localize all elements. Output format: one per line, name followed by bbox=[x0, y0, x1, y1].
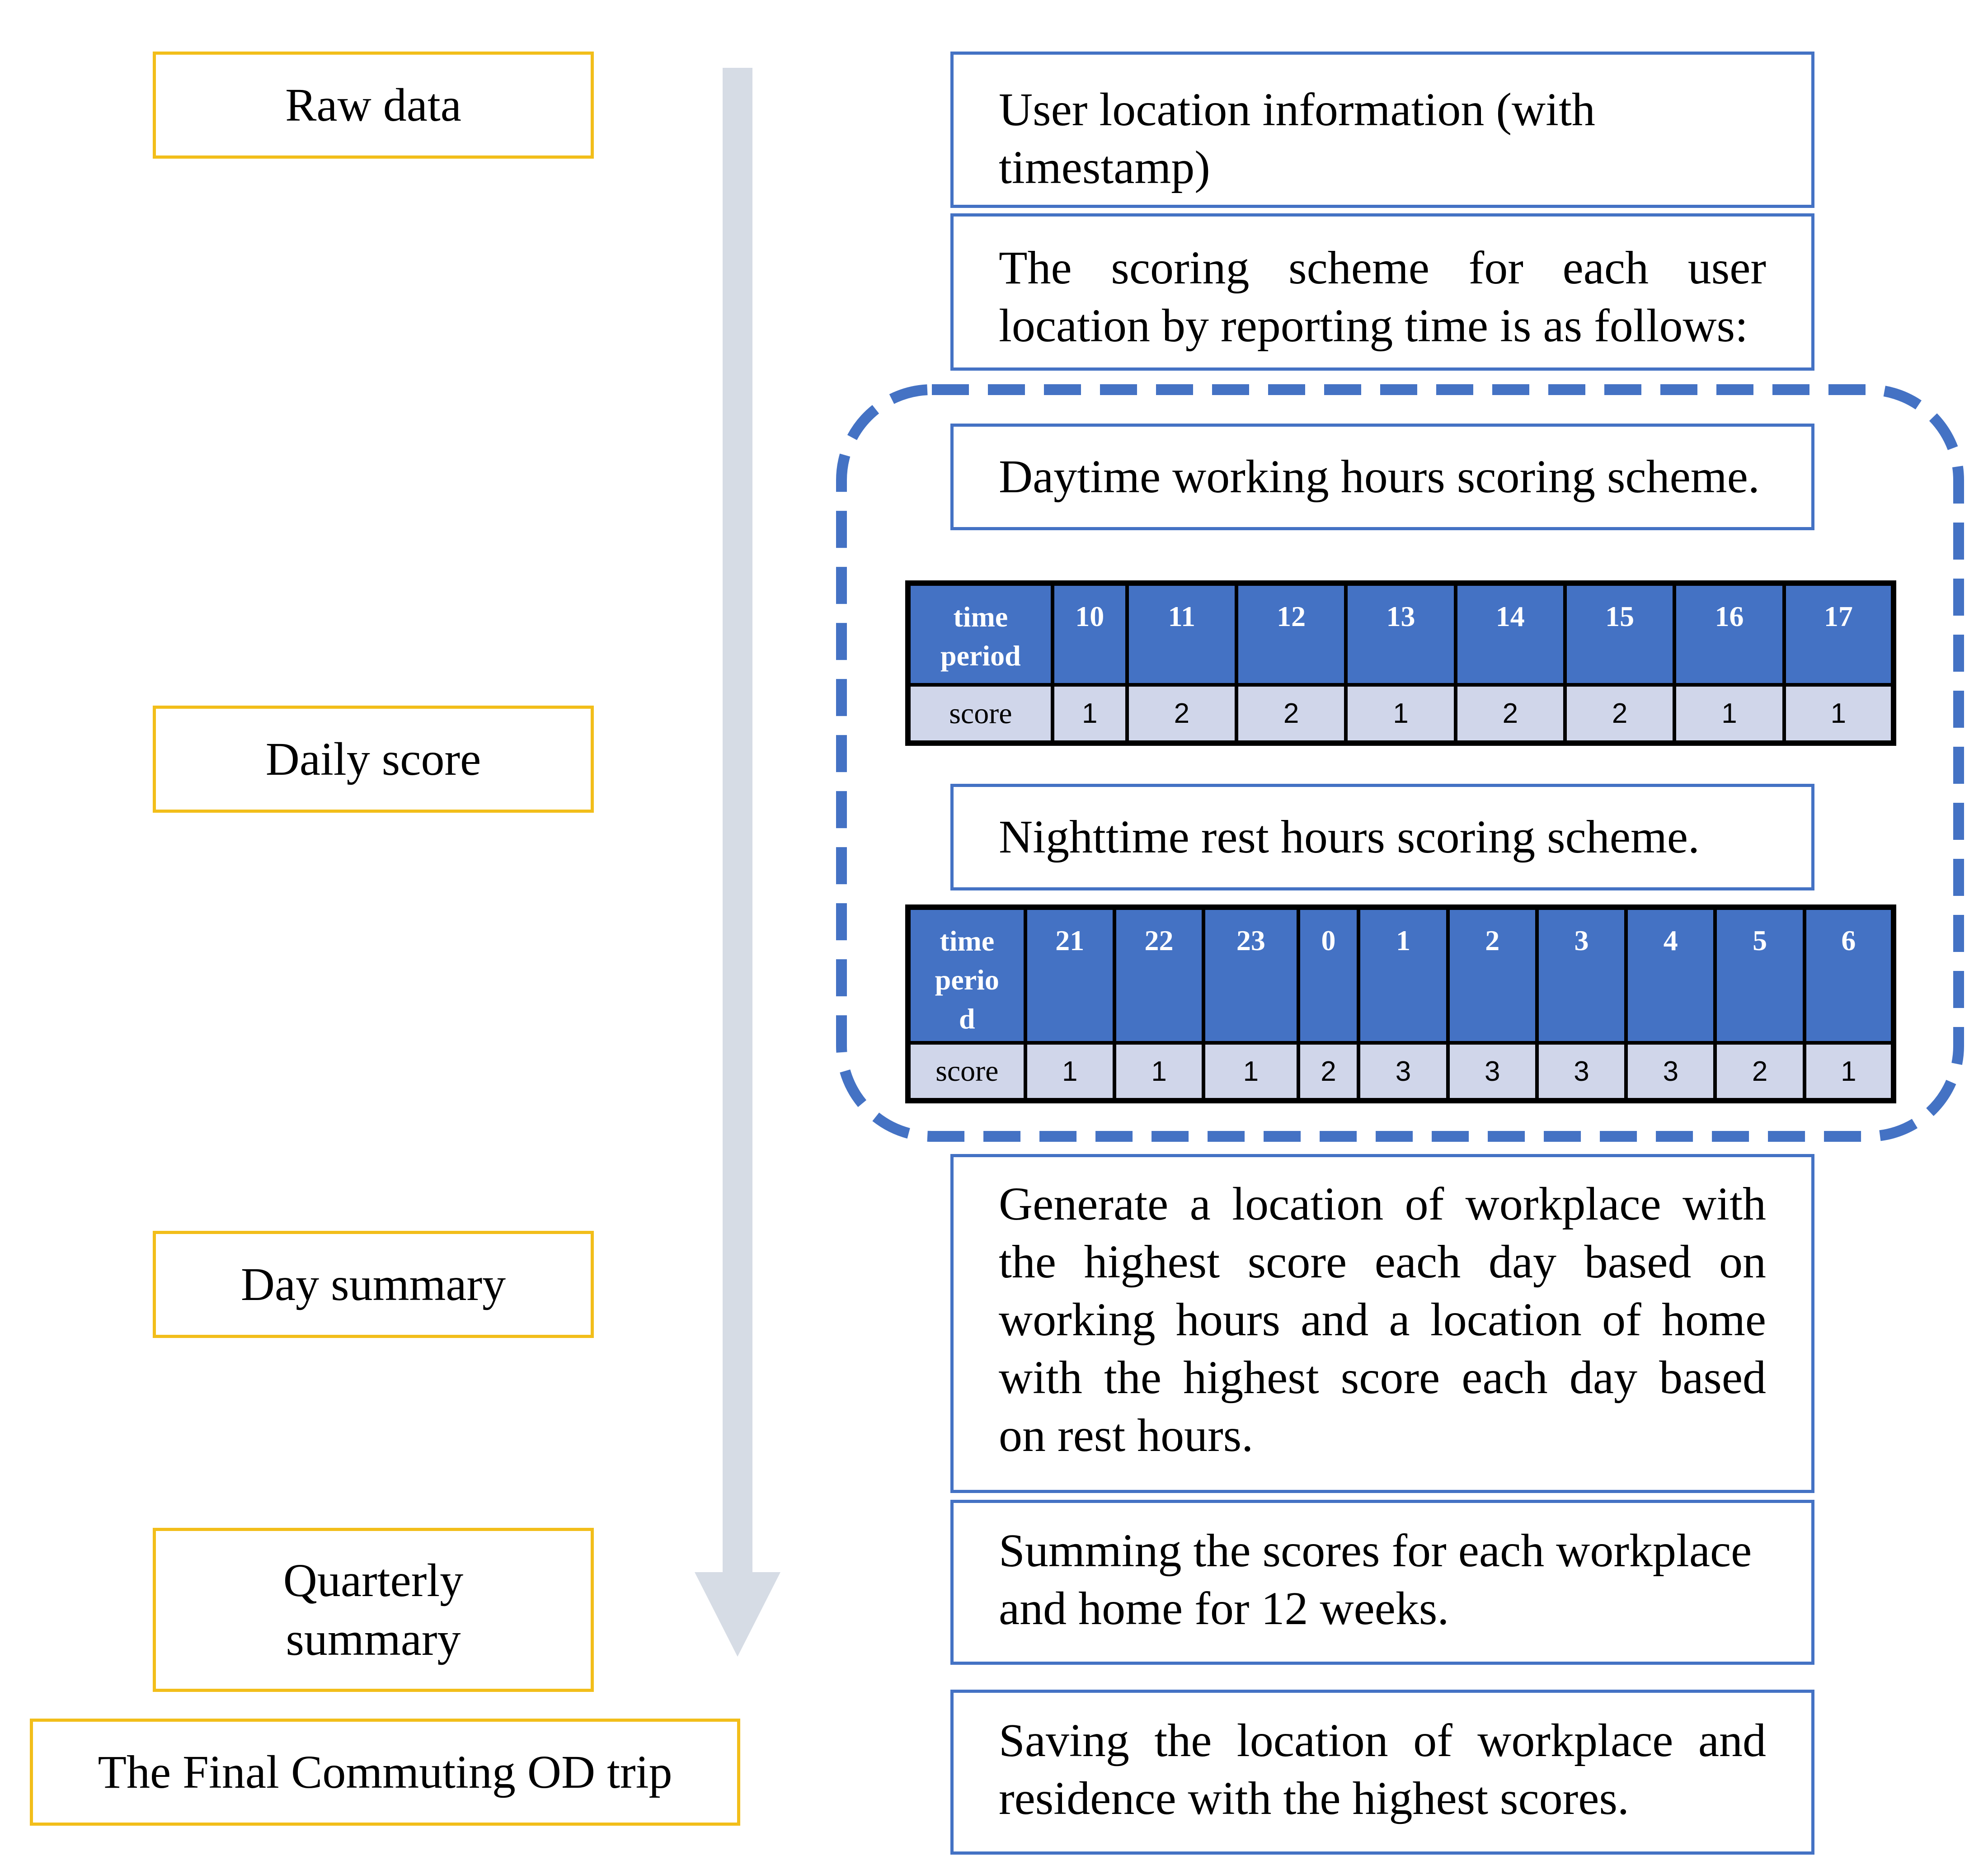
text-line: The scoring scheme for each user bbox=[999, 242, 1766, 294]
process-arrow bbox=[695, 68, 780, 1657]
header-line: perio bbox=[935, 964, 999, 996]
period-cell: 21 bbox=[1023, 905, 1116, 1045]
text-line: on rest hours. bbox=[999, 1409, 1254, 1461]
score-cell: 2 bbox=[1296, 1041, 1361, 1102]
period-cell: 2 bbox=[1446, 905, 1539, 1045]
stage-final-od-trip: The Final Commuting OD trip bbox=[30, 1719, 740, 1826]
stage-label-line: summary bbox=[286, 1613, 461, 1665]
period-cell: 12 bbox=[1234, 581, 1348, 687]
period-cell: 17 bbox=[1782, 581, 1896, 687]
score-row-label: score bbox=[906, 1041, 1027, 1102]
stage-label-text: The Final Commuting OD trip bbox=[98, 1746, 672, 1798]
period-cell: 0 bbox=[1296, 905, 1361, 1045]
header-line: time bbox=[940, 925, 995, 957]
period-cell: 1 bbox=[1357, 905, 1450, 1045]
header-line: d bbox=[959, 1003, 975, 1035]
period-cell: 22 bbox=[1112, 905, 1206, 1045]
time-period-header: time perio d bbox=[906, 905, 1027, 1045]
text-line: Saving the location of workplace and bbox=[999, 1715, 1766, 1766]
step-daytime-title: Daytime working hours scoring scheme. bbox=[950, 424, 1814, 530]
text-line: Summing the scores for each workplace bbox=[999, 1525, 1752, 1577]
score-cell: 3 bbox=[1535, 1041, 1628, 1102]
score-cell: 3 bbox=[1624, 1041, 1717, 1102]
score-cell: 1 bbox=[1112, 1041, 1206, 1102]
period-cell: 4 bbox=[1624, 905, 1717, 1045]
period-cell: 23 bbox=[1202, 905, 1300, 1045]
daytime-score-table: time period 10 11 12 13 14 15 16 17 scor… bbox=[905, 580, 1896, 746]
text-line: residence with the highest scores. bbox=[999, 1772, 1629, 1824]
stage-label-text: Daily score bbox=[265, 733, 481, 785]
score-cell: 1 bbox=[1782, 683, 1896, 745]
score-cell: 2 bbox=[1453, 683, 1567, 745]
period-cell: 14 bbox=[1453, 581, 1567, 687]
scoring-scheme-group bbox=[836, 384, 1964, 1142]
score-cell: 2 bbox=[1563, 683, 1677, 745]
step-nighttime-title: Nighttime rest hours scoring scheme. bbox=[950, 784, 1814, 890]
stage-label-text: Raw data bbox=[285, 79, 461, 131]
stage-quarterly-summary: Quarterly summary bbox=[153, 1528, 594, 1692]
score-cell: 2 bbox=[1713, 1041, 1806, 1102]
period-cell: 6 bbox=[1802, 905, 1896, 1045]
stage-label-line: Quarterly bbox=[283, 1554, 464, 1606]
stage-day-summary: Day summary bbox=[153, 1231, 594, 1338]
step-saving-locations: Saving the location of workplace and res… bbox=[950, 1690, 1814, 1855]
score-cell: 1 bbox=[1023, 1041, 1116, 1102]
period-cell: 16 bbox=[1673, 581, 1786, 687]
stage-raw-data: Raw data bbox=[153, 52, 594, 159]
stage-daily-score: Daily score bbox=[153, 706, 594, 813]
period-cell: 3 bbox=[1535, 905, 1628, 1045]
step-summing-scores: Summing the scores for each workplace an… bbox=[950, 1500, 1814, 1665]
text-line: Generate a location of workplace with bbox=[999, 1178, 1766, 1230]
score-cell: 1 bbox=[1673, 683, 1786, 745]
period-cell: 11 bbox=[1125, 581, 1238, 687]
period-cell: 5 bbox=[1713, 905, 1806, 1045]
time-period-header: time period bbox=[906, 581, 1054, 687]
score-cell: 1 bbox=[1802, 1041, 1896, 1102]
stage-label-text: Quarterly summary bbox=[283, 1551, 463, 1669]
text-line: and home for 12 weeks. bbox=[999, 1583, 1449, 1634]
score-row-label: score bbox=[906, 683, 1054, 745]
period-cell: 15 bbox=[1563, 581, 1677, 687]
score-cell: 1 bbox=[1344, 683, 1457, 745]
nighttime-score-table: time perio d 21 22 23 0 1 2 3 4 5 6 scor… bbox=[905, 904, 1896, 1103]
score-cell: 2 bbox=[1234, 683, 1348, 745]
text-line: Daytime working hours scoring scheme. bbox=[999, 451, 1760, 503]
header-line: time bbox=[953, 601, 1008, 633]
text-line: the highest score each day based on bbox=[999, 1236, 1766, 1288]
score-cell: 1 bbox=[1050, 683, 1129, 745]
stage-label-text: Day summary bbox=[240, 1258, 506, 1310]
header-line: period bbox=[940, 640, 1021, 672]
score-cell: 3 bbox=[1357, 1041, 1450, 1102]
text-line: with the highest score each day based bbox=[999, 1352, 1766, 1404]
score-cell: 1 bbox=[1202, 1041, 1300, 1102]
text-line: timestamp) bbox=[999, 141, 1210, 193]
step-location-info: User location information (with timestam… bbox=[950, 52, 1814, 208]
period-cell: 13 bbox=[1344, 581, 1457, 687]
step-generate-locations: Generate a location of workplace with th… bbox=[950, 1154, 1814, 1493]
text-line: User location information (with bbox=[999, 84, 1595, 136]
score-cell: 2 bbox=[1125, 683, 1238, 745]
score-cell: 3 bbox=[1446, 1041, 1539, 1102]
text-line: working hours and a location of home bbox=[999, 1294, 1766, 1346]
text-line: Nighttime rest hours scoring scheme. bbox=[999, 811, 1700, 863]
text-line: location by reporting time is as follows… bbox=[999, 300, 1748, 352]
step-scoring-intro: The scoring scheme for each user locatio… bbox=[950, 213, 1814, 371]
period-cell: 10 bbox=[1050, 581, 1129, 687]
